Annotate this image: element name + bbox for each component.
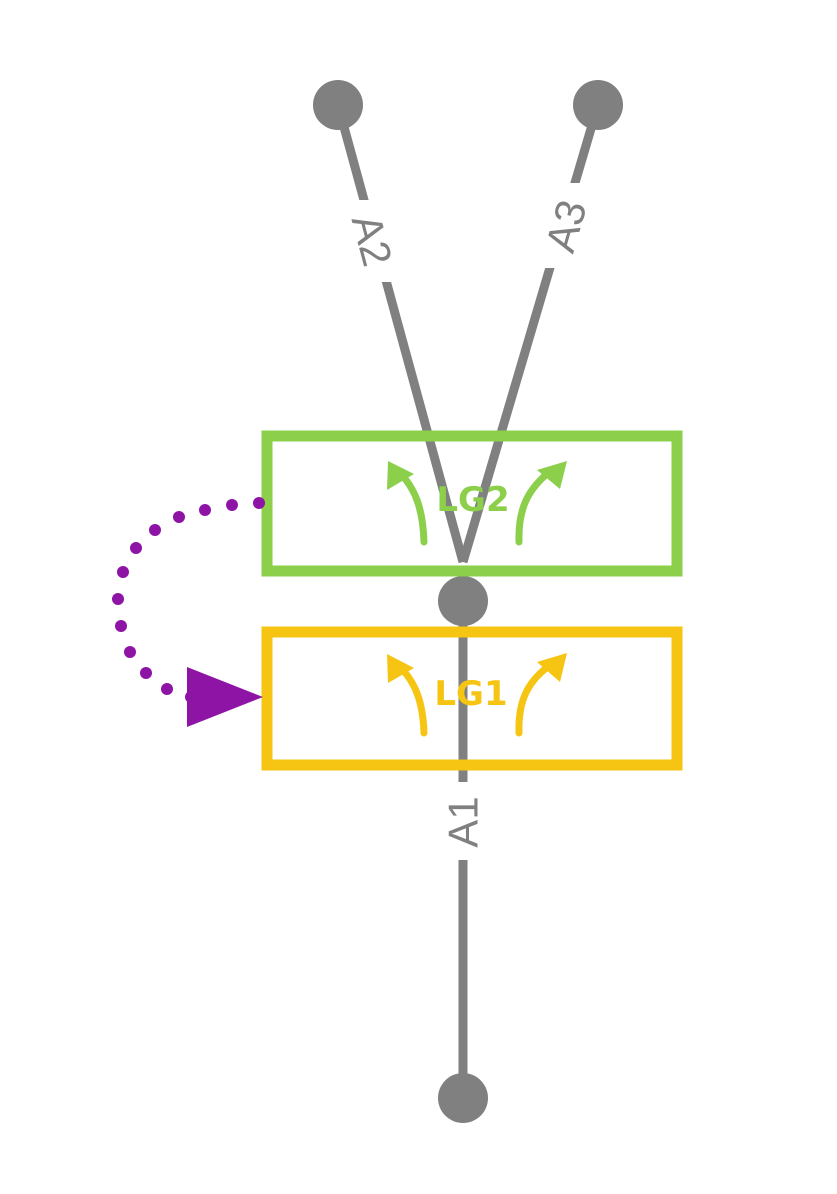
lane-group-lg1: LG1	[261, 626, 683, 771]
lg1-right-turn-arrow-icon	[515, 653, 567, 737]
node-a3-end	[573, 80, 623, 130]
lane-group-lg2: LG2	[261, 430, 683, 577]
lg2-box	[261, 430, 683, 577]
edge-label-a3: A3	[536, 195, 595, 257]
lg2-right-turn-arrow-icon	[515, 461, 567, 546]
dependency-arrowhead-icon	[187, 667, 263, 727]
lg1-label: LG1	[434, 674, 507, 714]
node-a2-end	[313, 80, 363, 130]
edge-label-a2: A2	[343, 209, 402, 271]
edge-label-a1: A1	[440, 796, 487, 847]
node-junction	[438, 576, 488, 626]
dependency-arrow	[112, 497, 265, 727]
lg1-left-turn-arrow-icon	[387, 654, 428, 737]
node-a1-end	[438, 1073, 488, 1123]
lg1-box	[261, 626, 683, 771]
lg2-left-turn-arrow-icon	[387, 461, 428, 546]
edge-a2	[333, 103, 468, 564]
edge-a3	[458, 103, 603, 564]
lg2-label: LG2	[436, 480, 509, 520]
